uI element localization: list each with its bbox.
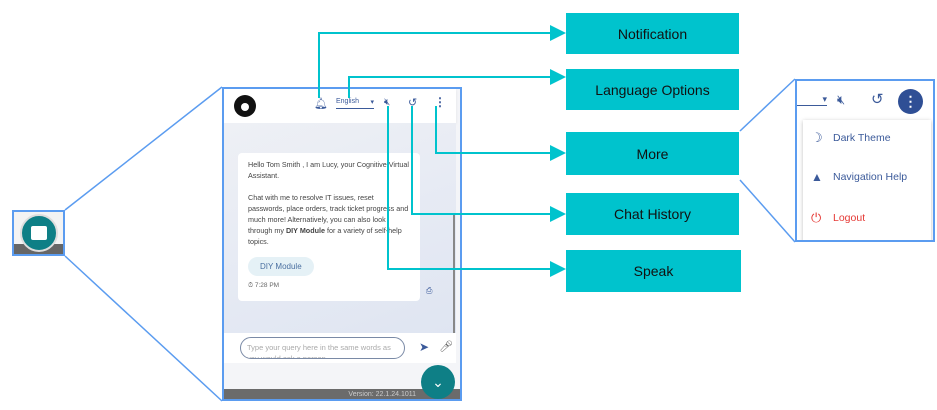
chat-launcher-button[interactable] [20, 214, 58, 252]
more-menu-zoom: ▾ 🔇︎ ↺ ⋮ ☽Dark Theme ▲Navigation Help ⏻︎… [795, 79, 935, 242]
moon-icon: ☽ [811, 130, 823, 145]
navigation-arrow-icon: ▲ [811, 170, 823, 184]
power-icon: ⏻︎ [811, 210, 822, 225]
history-icon[interactable]: ↺ [871, 91, 884, 108]
message-body: Chat with me to resolve IT issues, reset… [248, 192, 410, 247]
version-label: Version: 22.1.24.1011 [224, 389, 460, 399]
language-select[interactable]: English ▾ [336, 98, 374, 109]
chat-panel: 🔔︎ English ▾ 🔇︎ ↺ ⋮ ⎙ Hello Tom Smith , I… [222, 87, 462, 401]
query-input[interactable]: Type your query here in the same words a… [240, 337, 405, 359]
message-time: ⏰︎ 7:28 PM [248, 280, 410, 291]
menu-label: Navigation Help [833, 171, 908, 183]
speaker-muted-icon[interactable]: 🔇︎ [384, 97, 391, 108]
minimize-chat-button[interactable]: ⌄ [421, 365, 455, 399]
message-text: Chat with me to resolve IT issues, reset… [248, 193, 409, 235]
dropdown-menu: ☽ Dark Theme ▲ Navigation Help ⏻︎ Logout [803, 120, 931, 240]
more-vertical-icon[interactable]: ⋮ [434, 95, 446, 109]
chat-bubble-icon [31, 226, 47, 240]
menu-item-navigation-help[interactable]: ▲ Navigation Help [811, 170, 907, 184]
menu-label: Logout [833, 212, 866, 224]
bot-message: Hello Tom Smith , I am Lucy, your Cognit… [238, 153, 420, 301]
print-icon[interactable]: ⎙ [426, 286, 433, 295]
diy-bold-text: DIY Module [285, 226, 325, 235]
microphone-icon[interactable]: 🎤︎ [439, 341, 453, 353]
language-options-callout: Language Options [566, 69, 739, 110]
history-icon[interactable]: ↺ [408, 97, 418, 109]
chat-history-callout: Chat History [566, 193, 739, 235]
chevron-down-icon: ⌄ [432, 373, 444, 390]
alarm-clock-icon: ⏰︎ [248, 282, 254, 289]
chat-header: 🔔︎ English ▾ 🔇︎ ↺ ⋮ [224, 89, 456, 123]
message-greeting: Hello Tom Smith , I am Lucy, your Cognit… [248, 160, 409, 180]
chat-launcher-thumbnail [12, 210, 65, 256]
menu-label: Dark Theme [833, 132, 891, 144]
bell-icon[interactable]: 🔔︎ [314, 98, 328, 110]
menu-item-dark-theme[interactable]: ☽ Dark Theme [811, 130, 891, 146]
menu-item-logout[interactable]: ⏻︎ Logout [811, 210, 865, 226]
more-button-active[interactable]: ⋮ [898, 89, 923, 114]
more-callout: More [566, 132, 739, 175]
speaker-muted-icon[interactable]: 🔇︎ [837, 92, 846, 107]
input-bar: Type your query here in the same words a… [224, 333, 456, 363]
language-value: English [336, 98, 359, 105]
diy-module-button[interactable]: DIY Module [248, 257, 314, 276]
message-text-end: for a variety of self-help topics. [248, 226, 402, 246]
chevron-down-icon: ▾ [370, 99, 374, 106]
time-text: 7:28 PM [254, 282, 280, 289]
notification-callout: Notification [566, 13, 739, 54]
logo [234, 95, 256, 117]
speak-callout: Speak [566, 250, 741, 292]
send-icon[interactable]: ➤ [419, 340, 430, 354]
scrollbar[interactable] [453, 213, 455, 333]
